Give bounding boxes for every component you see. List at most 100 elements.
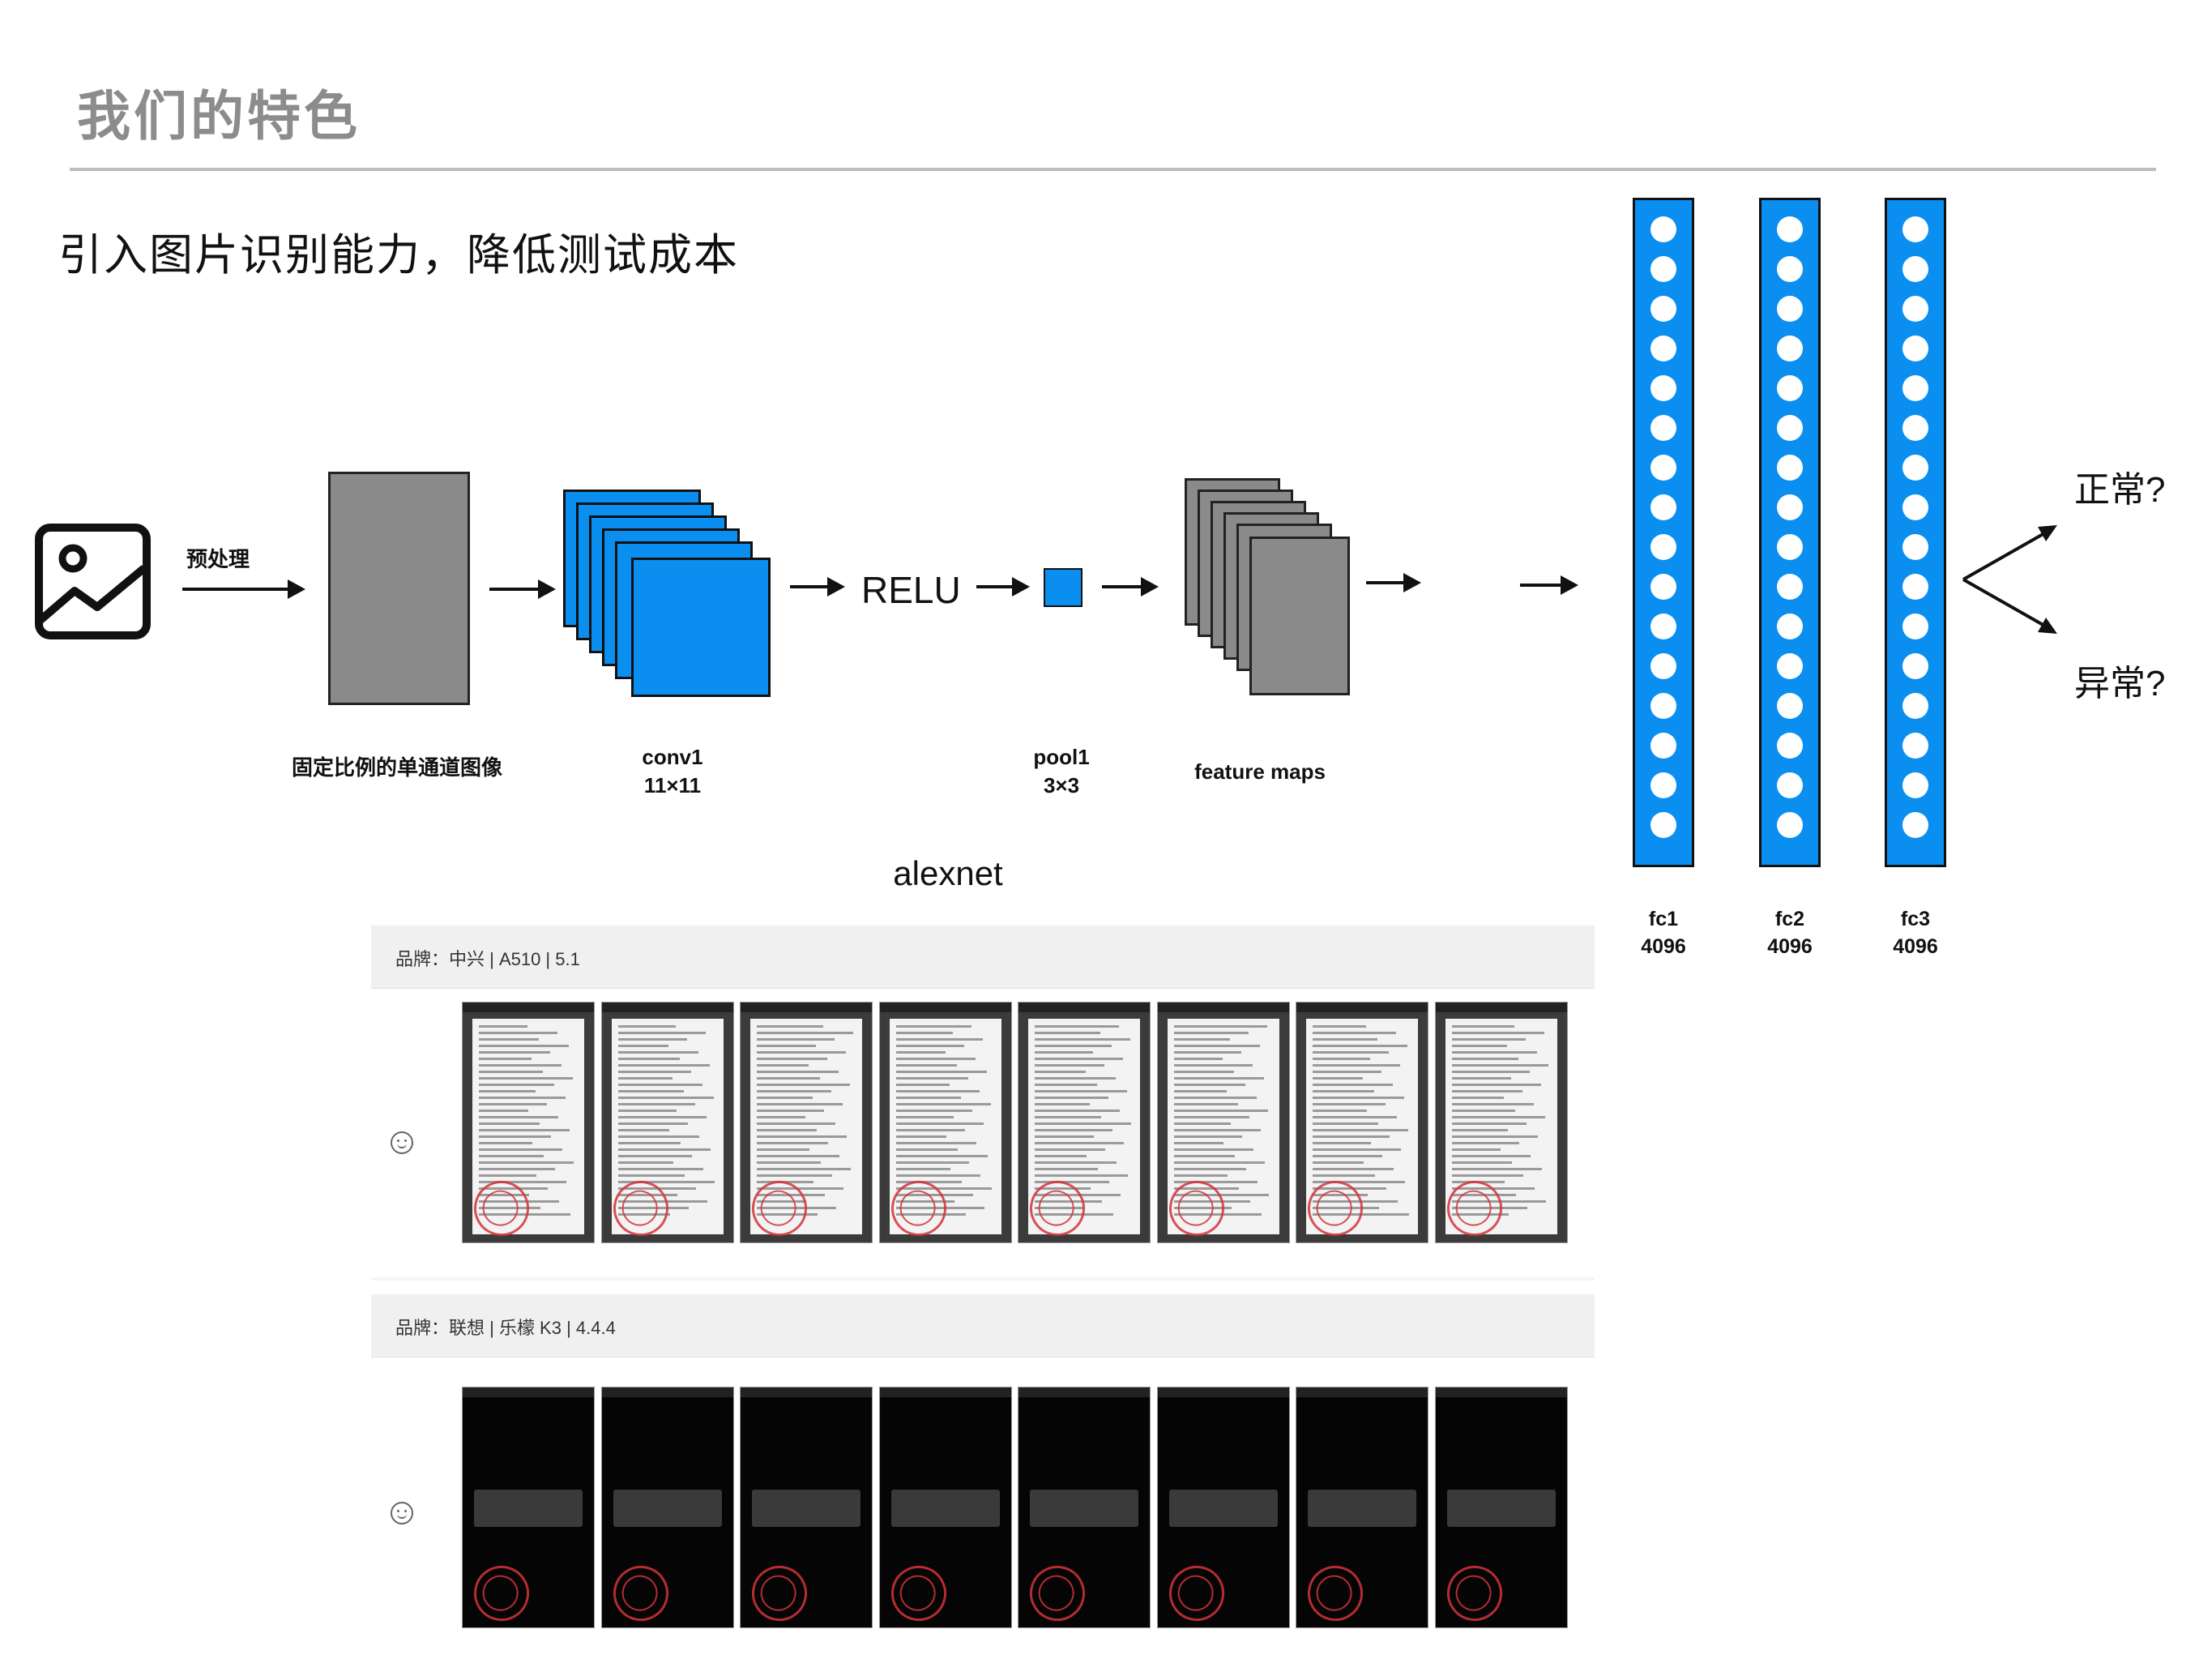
neuron-node bbox=[1902, 614, 1928, 639]
text-line bbox=[895, 1071, 987, 1073]
text-line bbox=[617, 1025, 676, 1028]
status-bar bbox=[601, 1387, 733, 1397]
text-line bbox=[1313, 1110, 1367, 1112]
text-line bbox=[1173, 1071, 1234, 1073]
text-line bbox=[895, 1142, 976, 1144]
neuron-node bbox=[1777, 256, 1803, 282]
text-line bbox=[1035, 1038, 1130, 1041]
device-screenshot-thumb[interactable] bbox=[1018, 1002, 1151, 1243]
text-line bbox=[895, 1187, 992, 1190]
rejected-stamp bbox=[603, 1555, 678, 1627]
text-line bbox=[1451, 1097, 1504, 1099]
text-line bbox=[895, 1097, 961, 1099]
fc1-name: fc1 bbox=[1648, 908, 1679, 930]
text-line bbox=[479, 1168, 555, 1170]
arrow-preprocess bbox=[182, 579, 305, 599]
fc2-caption: fc2 4096 bbox=[1741, 906, 1838, 961]
device-screenshot-thumb[interactable] bbox=[878, 1002, 1012, 1243]
text-line bbox=[479, 1129, 570, 1131]
conv1-caption: conv1 11×11 bbox=[624, 743, 721, 800]
device-screenshot-thumb[interactable] bbox=[1156, 1002, 1290, 1243]
text-line bbox=[895, 1025, 971, 1028]
text-line bbox=[757, 1090, 831, 1092]
dialog-box bbox=[1308, 1490, 1416, 1527]
status-bar bbox=[601, 1003, 733, 1012]
fc2-name: fc2 bbox=[1774, 908, 1805, 930]
text-line bbox=[1173, 1051, 1241, 1054]
text-line bbox=[895, 1110, 972, 1112]
device-screenshot-thumb[interactable] bbox=[1296, 1387, 1428, 1628]
text-line bbox=[1035, 1116, 1101, 1118]
device-screenshot-thumb[interactable] bbox=[462, 1387, 595, 1628]
fc1-layer bbox=[1633, 198, 1694, 867]
text-line bbox=[479, 1142, 532, 1144]
smiley-icon[interactable] bbox=[391, 1131, 413, 1154]
text-line bbox=[479, 1110, 528, 1112]
text-line bbox=[1035, 1122, 1131, 1125]
neuron-node bbox=[1650, 336, 1676, 361]
neuron-node bbox=[1650, 256, 1676, 282]
text-line bbox=[757, 1032, 853, 1034]
device-screenshot-thumb[interactable] bbox=[1434, 1387, 1568, 1628]
neuron-node bbox=[1902, 375, 1928, 401]
text-line bbox=[479, 1032, 557, 1034]
smiley-icon[interactable] bbox=[391, 1502, 413, 1524]
text-line bbox=[757, 1071, 839, 1073]
text-line bbox=[1451, 1142, 1519, 1144]
text-line bbox=[1173, 1097, 1257, 1099]
text-line bbox=[1173, 1155, 1235, 1157]
device-screenshot-thumb[interactable] bbox=[1156, 1387, 1290, 1628]
text-line bbox=[1035, 1077, 1116, 1080]
device-screenshot-thumb[interactable] bbox=[1434, 1002, 1568, 1243]
device-screenshot-thumb[interactable] bbox=[740, 1387, 873, 1628]
neuron-node bbox=[1902, 693, 1928, 719]
text-line bbox=[1313, 1025, 1366, 1028]
input-caption: 固定比例的单通道图像 bbox=[291, 755, 502, 780]
text-line bbox=[1313, 1084, 1393, 1086]
text-line bbox=[895, 1090, 980, 1092]
text-line bbox=[479, 1122, 540, 1125]
text-line bbox=[1451, 1058, 1518, 1060]
text-line bbox=[757, 1064, 809, 1067]
text-line bbox=[895, 1045, 964, 1047]
text-line bbox=[617, 1155, 692, 1157]
text-line bbox=[1173, 1110, 1268, 1112]
text-line bbox=[1173, 1161, 1265, 1164]
text-line bbox=[1451, 1148, 1501, 1151]
device-screenshot-thumb[interactable] bbox=[1296, 1002, 1428, 1243]
device-screenshot-thumb[interactable] bbox=[740, 1002, 873, 1243]
status-bar bbox=[1157, 1387, 1289, 1397]
device-screenshot-thumb[interactable] bbox=[600, 1002, 734, 1243]
device-screenshot-thumb[interactable] bbox=[600, 1387, 734, 1628]
text-line bbox=[1451, 1103, 1534, 1105]
text-line bbox=[1035, 1142, 1124, 1144]
text-line bbox=[479, 1038, 539, 1041]
text-line bbox=[1173, 1038, 1230, 1041]
text-line bbox=[1451, 1077, 1511, 1080]
device-screenshot-thumb[interactable] bbox=[462, 1002, 595, 1243]
text-line bbox=[617, 1161, 673, 1164]
neuron-node bbox=[1650, 415, 1676, 441]
device-screenshot-thumb[interactable] bbox=[878, 1387, 1012, 1628]
status-bar bbox=[463, 1387, 594, 1397]
device-screenshot-thumb[interactable] bbox=[1018, 1387, 1151, 1628]
device-panel-zte: 品牌：中兴 | A510 | 5.1 bbox=[371, 926, 1595, 1281]
neuron-node bbox=[1777, 772, 1803, 798]
status-bar bbox=[1435, 1003, 1567, 1012]
device-panel-header: 品牌：中兴 | A510 | 5.1 bbox=[371, 926, 1595, 989]
pool1-caption: pool1 3×3 bbox=[1021, 743, 1102, 800]
output-normal: 正常? bbox=[2074, 470, 2166, 510]
text-line bbox=[895, 1077, 968, 1080]
text-line bbox=[479, 1161, 574, 1164]
rejected-stamp bbox=[1019, 1555, 1095, 1627]
feature-map bbox=[1249, 537, 1350, 695]
text-line bbox=[1313, 1129, 1408, 1131]
text-line bbox=[617, 1051, 698, 1054]
text-line bbox=[1173, 1045, 1260, 1047]
text-line bbox=[1313, 1155, 1382, 1157]
text-line bbox=[1313, 1174, 1375, 1177]
text-line bbox=[757, 1135, 847, 1138]
neuron-node bbox=[1650, 296, 1676, 322]
text-line bbox=[1451, 1129, 1508, 1131]
pool1-block bbox=[1044, 568, 1083, 607]
